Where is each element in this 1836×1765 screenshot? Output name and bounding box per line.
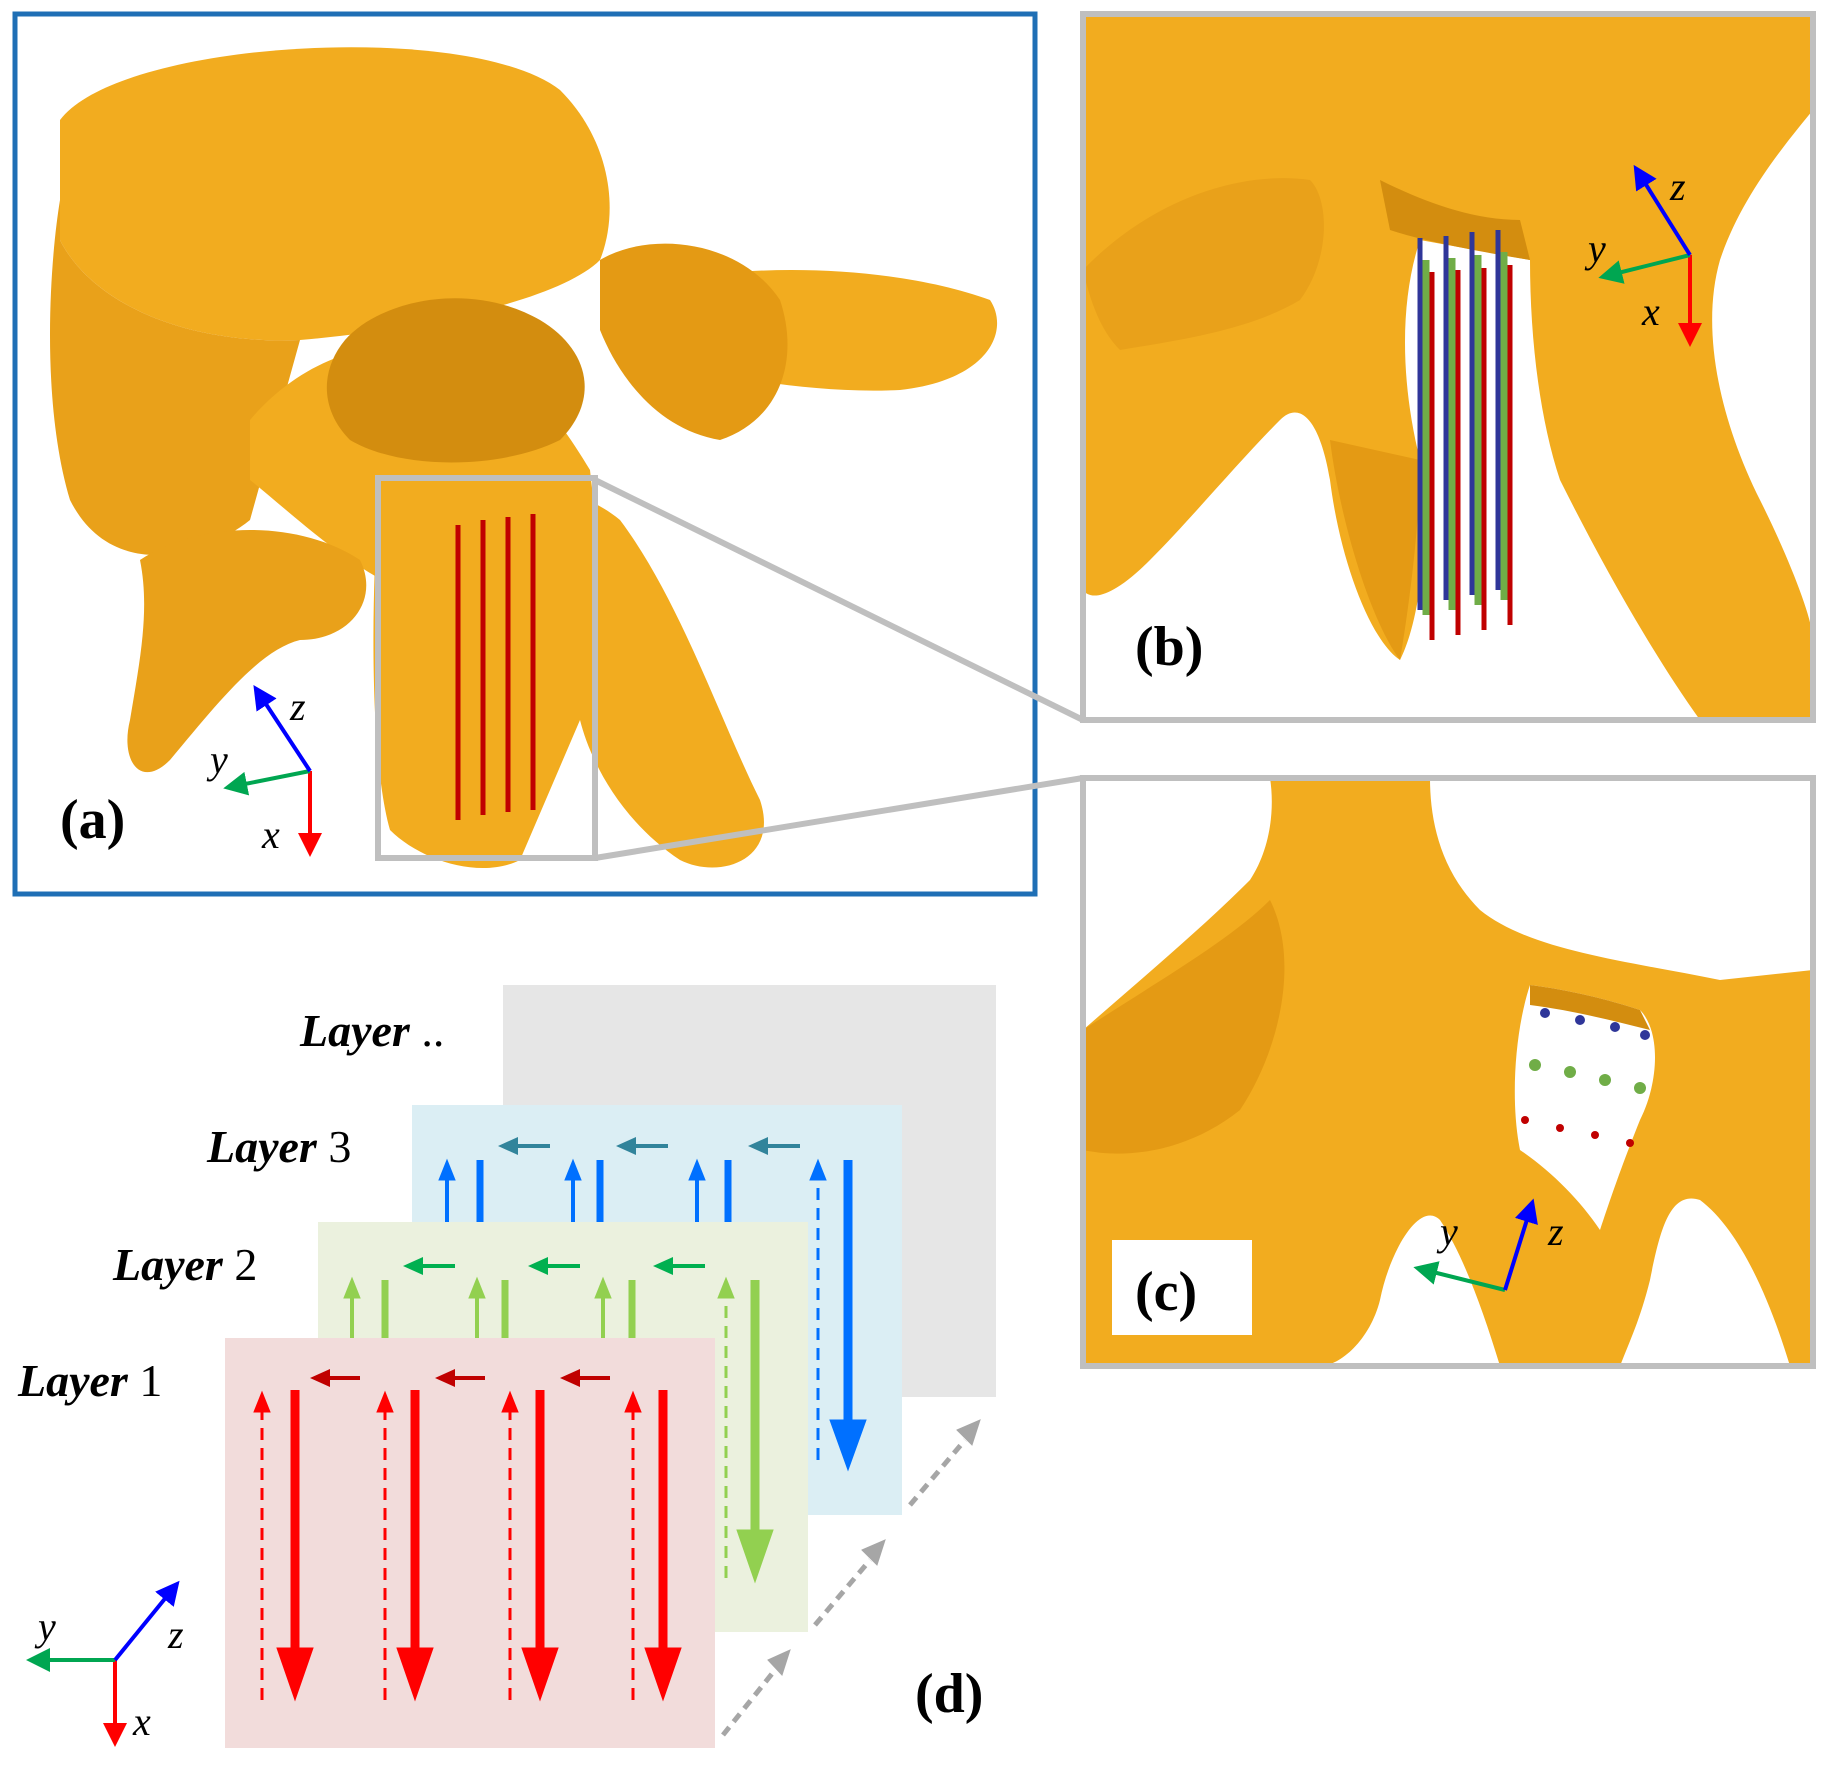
axis-label-y: y: [206, 737, 228, 782]
panel-label-c: (c): [1135, 1261, 1197, 1323]
layer-2-paths: [343, 1257, 774, 1584]
vertebra-illustration-a: [50, 47, 998, 869]
drill-paths-b: [1417, 230, 1513, 640]
axis-label-x: x: [261, 812, 280, 857]
axis-triad-a: z y x: [206, 684, 322, 857]
axis-label-x: x: [132, 1699, 151, 1744]
axis-triad-d: y z x: [26, 1580, 184, 1747]
axis-label-y: y: [1584, 226, 1606, 271]
axis-label-z: z: [289, 684, 306, 729]
panel-b-border: [1080, 11, 1816, 723]
panel-c-label-bg: [1112, 1240, 1252, 1335]
panel-b-label-bg: [1112, 595, 1252, 685]
axis-label-z: z: [1669, 164, 1686, 209]
zoom-region-box: [375, 475, 598, 861]
axis-label-y: y: [1436, 1209, 1458, 1254]
layer-label-4: Layer ..: [299, 1005, 444, 1056]
layer-3-paths: [438, 1137, 867, 1472]
panel-d: Layer .. Layer 3 Layer 2 Layer 1 y z x (…: [17, 985, 996, 1748]
layer-label-1: Layer 1: [17, 1355, 162, 1406]
layer-step-arrows: [721, 1419, 981, 1737]
drill-points-c: [1521, 1008, 1650, 1147]
panel-label-a: (a): [60, 789, 125, 851]
panel-b: z y x (b): [1080, 11, 1816, 723]
axis-triad-c: y z: [1413, 1198, 1564, 1292]
axis-label-y: y: [34, 1604, 56, 1649]
layer-sheet-1: [225, 1338, 715, 1748]
layer-label-3: Layer 3: [206, 1121, 351, 1172]
axis-label-x: x: [1641, 289, 1660, 334]
panel-c: y z (c): [1080, 775, 1816, 1369]
layer-label-2: Layer 2: [112, 1239, 257, 1290]
panel-c-border: [1080, 775, 1816, 1369]
layer-labels: Layer .. Layer 3 Layer 2 Layer 1: [17, 1005, 444, 1406]
drill-paths-a: [455, 514, 536, 820]
axis-label-z: z: [1547, 1209, 1564, 1254]
panel-label-b: (b): [1135, 616, 1203, 678]
axis-label-z: z: [167, 1612, 184, 1657]
layer-1-paths: [253, 1369, 682, 1702]
panel-label-d: (d): [915, 1663, 983, 1725]
axis-triad-b: z y x: [1584, 164, 1702, 347]
zoom-connectors: [593, 477, 1085, 861]
panel-a: z y x (a): [12, 11, 1038, 897]
